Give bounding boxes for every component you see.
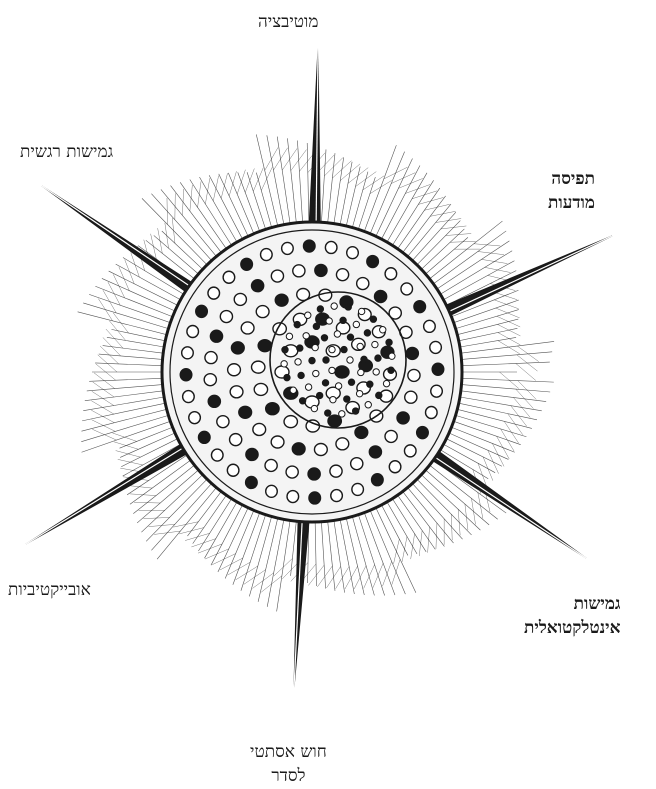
label-objectivity: אובייקטיביות (8, 578, 91, 602)
label-perception: תפיסה (548, 167, 595, 191)
label-awareness: מודעות (548, 191, 595, 215)
label-perception-awareness: תפיסה מודעות (548, 167, 595, 215)
label-aesthetic: חוש אסתטי (250, 740, 327, 764)
label-intellectual: אינטלקטואלית (524, 616, 621, 640)
label-order: לסדר (250, 764, 327, 788)
label-aesthetic-sense: חוש אסתטי לסדר (250, 740, 327, 788)
label-motivation: מוטיבציה (258, 10, 319, 34)
label-intellectual-flexibility: גמישות אינטלקטואלית (524, 592, 621, 640)
radiolarian-body (162, 222, 462, 522)
label-emotional-flexibility: גמישות רגשית (20, 140, 113, 164)
label-flexibility: גמישות (524, 592, 621, 616)
